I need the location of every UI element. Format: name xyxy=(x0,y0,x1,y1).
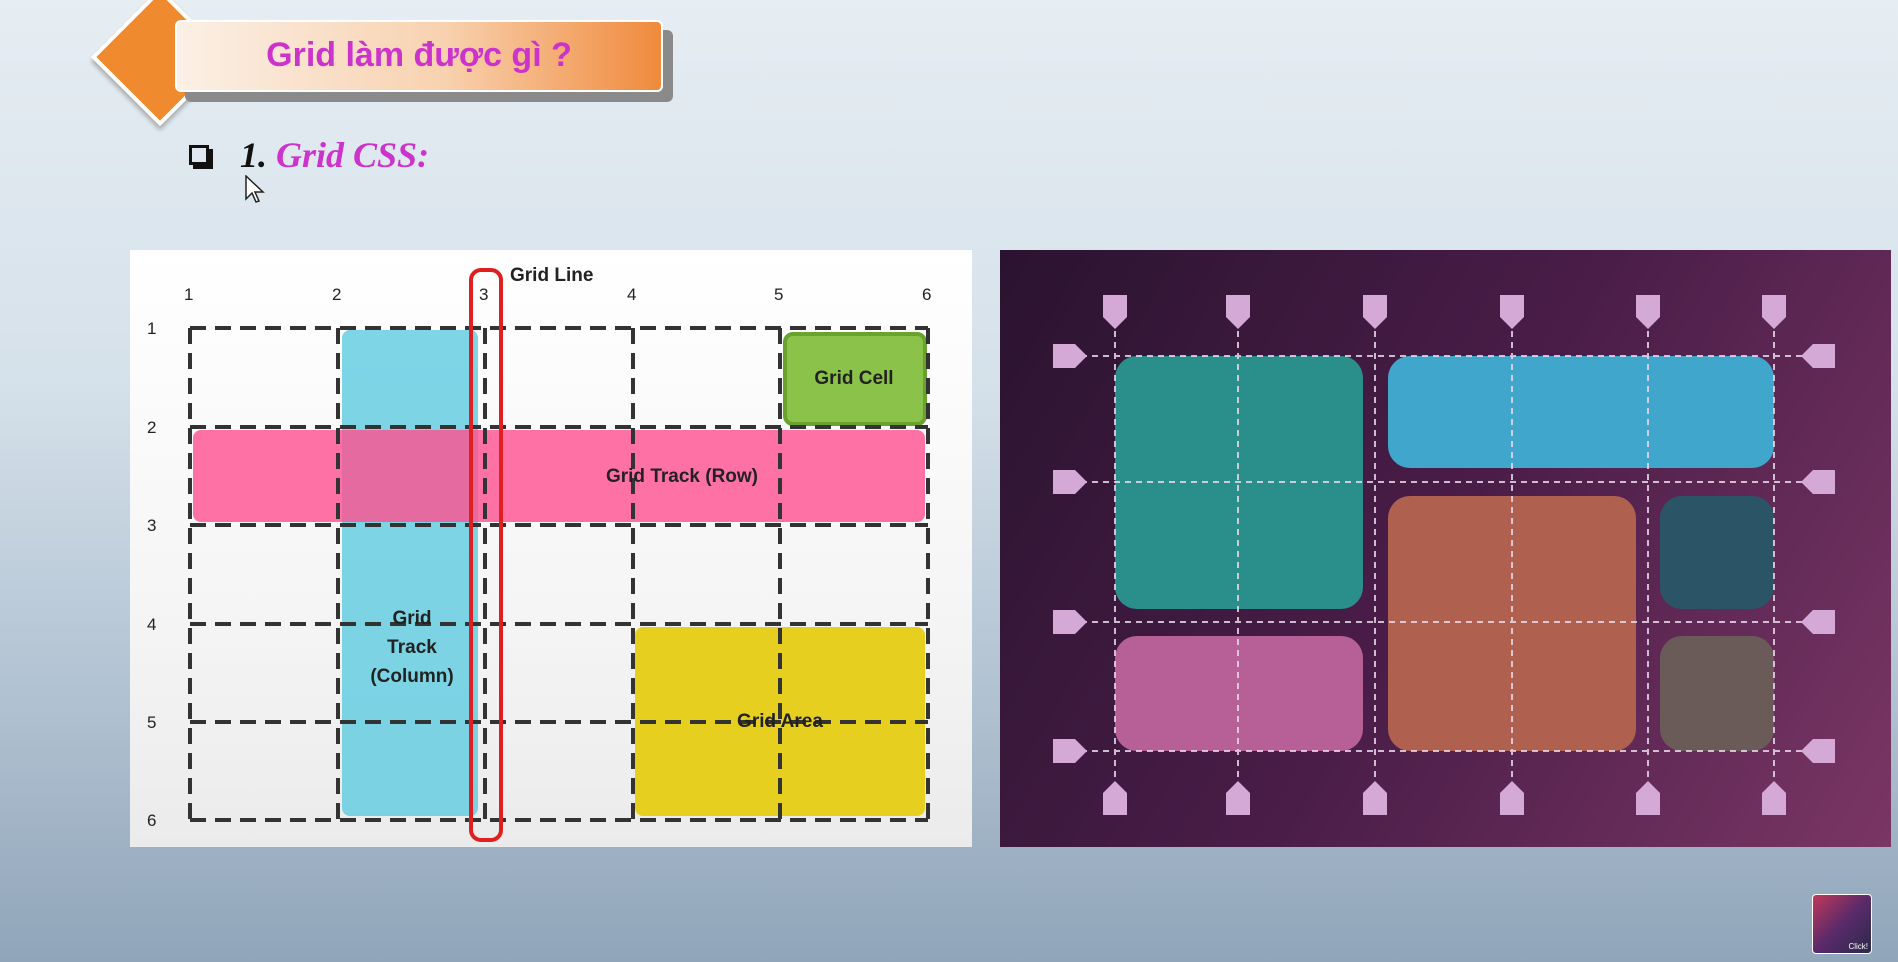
checkbox-bullet-icon xyxy=(189,145,209,165)
section-label: Grid CSS: xyxy=(276,135,430,175)
grid-track-column-label: Track xyxy=(387,637,437,658)
orange-block xyxy=(1388,496,1636,751)
row-number: 5 xyxy=(147,713,156,732)
grid-layout-illustration xyxy=(1000,250,1891,847)
grid-cell-label: Grid Cell xyxy=(814,368,893,389)
section-number: 1. xyxy=(240,135,267,175)
grid-cell xyxy=(783,332,927,426)
blue-block xyxy=(1388,356,1774,468)
grid-area-label: Grid Area xyxy=(737,711,823,732)
dark-teal-block xyxy=(1660,496,1774,609)
pink-block xyxy=(1115,636,1363,751)
mouse-cursor-icon xyxy=(245,175,265,203)
col-number: 4 xyxy=(627,285,636,304)
col-number: 6 xyxy=(922,285,931,304)
grid-line-highlight xyxy=(469,268,503,842)
page-title: Grid làm được gì ? xyxy=(266,36,572,74)
top-line-markers xyxy=(1103,295,1786,329)
col-number: 3 xyxy=(479,285,488,304)
grid-illustration-svg xyxy=(1053,295,1835,815)
grid-track-column-label: Grid xyxy=(392,608,431,629)
section-title: 1. Grid CSS: xyxy=(240,134,429,176)
grid-track-column xyxy=(342,330,478,816)
bottom-line-markers xyxy=(1103,781,1786,815)
grid-track-row-label: Grid Track (Row) xyxy=(606,466,758,487)
grid-dashed-lines xyxy=(188,326,930,822)
grid-track-row xyxy=(193,430,925,522)
row-number: 3 xyxy=(147,516,156,535)
title-banner: Grid làm được gì ? xyxy=(175,20,663,92)
avatar-caption: Click! xyxy=(1848,942,1868,951)
col-number: 5 xyxy=(774,285,783,304)
col-number: 2 xyxy=(332,285,341,304)
row-number: 2 xyxy=(147,418,156,437)
grid-line-label: Grid Line xyxy=(510,265,593,286)
taupe-block xyxy=(1660,636,1774,751)
grid-diagram-svg: 1 2 3 4 5 6 1 2 3 4 5 6 Grid Line Grid C… xyxy=(147,265,931,842)
right-line-markers xyxy=(1801,344,1835,763)
css-grid-diagram: 1 2 3 4 5 6 1 2 3 4 5 6 Grid Line Grid C… xyxy=(130,250,972,847)
left-line-markers xyxy=(1053,344,1087,763)
row-number: 6 xyxy=(147,811,156,830)
illustration-grid-lines xyxy=(1070,320,1820,795)
channel-avatar[interactable]: Click! xyxy=(1812,894,1872,954)
grid-track-column-label: (Column) xyxy=(370,666,453,687)
row-number: 4 xyxy=(147,615,156,634)
row-number: 1 xyxy=(147,319,156,338)
col-number: 1 xyxy=(184,285,193,304)
